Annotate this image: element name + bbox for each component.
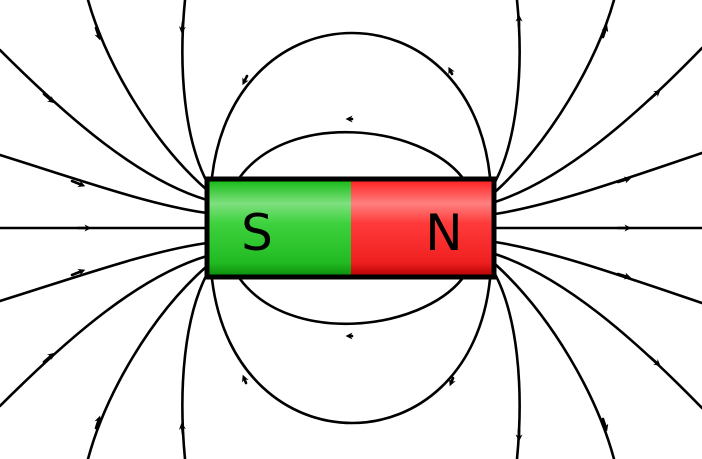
field-line-top-inner [238,130,464,179]
north-pole [351,179,494,277]
field-line-bottom-outer [210,277,492,425]
bar-magnet: S N [204,176,497,280]
right-field-lines [493,0,702,459]
field-line-bottom-inner [238,277,464,326]
north-pole-label: N [425,204,462,262]
south-pole-label: S [241,204,273,262]
top-loops [210,31,492,179]
field-line-top-outer [210,31,492,179]
magnet-outline [204,176,497,280]
bottom-loops [210,277,492,425]
south-pole [207,179,351,277]
left-field-lines [0,0,209,459]
